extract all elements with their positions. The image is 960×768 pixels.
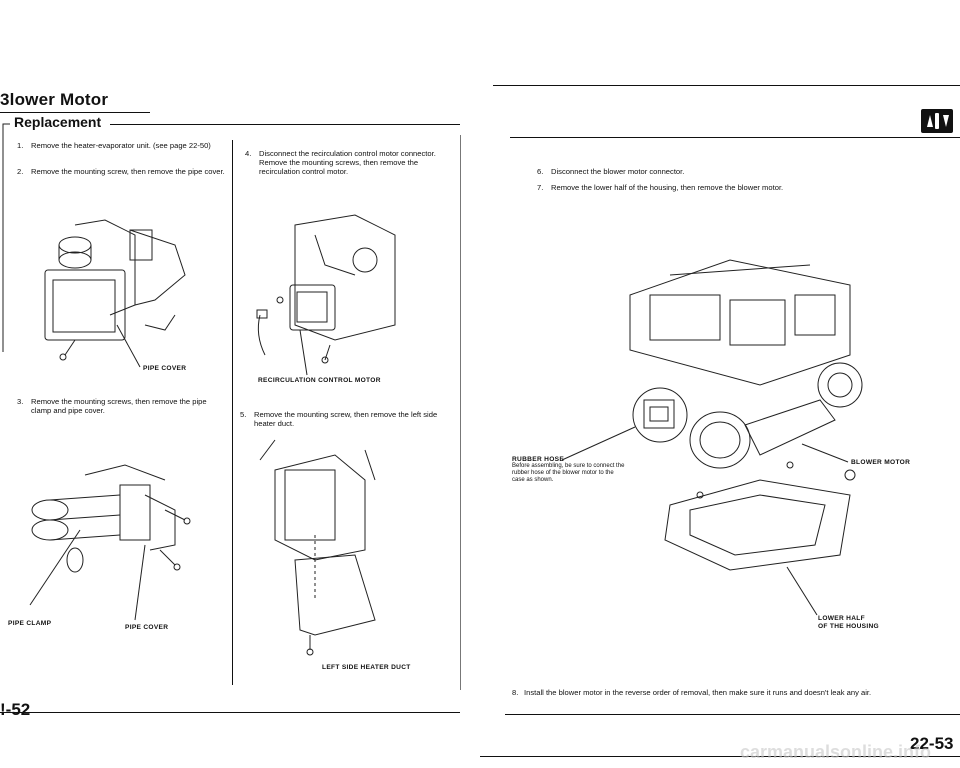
step-7: 7. Remove the lower half of the housing,…	[537, 183, 957, 193]
page-right-edge	[460, 135, 461, 690]
step-number: 1.	[17, 141, 24, 150]
label-lower-half: LOWER HALF	[818, 615, 865, 622]
leader-rubber-hose	[561, 426, 636, 461]
step-text: Install the blower motor in the reverse …	[524, 688, 872, 697]
leader-pipe-clamp	[29, 529, 81, 606]
step-text: Remove the heater-evaporator unit. (see …	[31, 141, 211, 150]
step-8: 8. Install the blower motor in the rever…	[512, 688, 957, 698]
label-recirculation-motor: RECIRCULATION CONTROL MOTOR	[258, 377, 381, 384]
page-number-right: 22-53	[910, 734, 954, 753]
footer-rule-right	[505, 714, 960, 715]
heater-duct-illustration	[259, 439, 376, 656]
label-of-housing: OF THE HOUSING	[818, 623, 879, 630]
recirculation-motor-illustration	[256, 214, 396, 364]
step-number: 4.	[245, 149, 252, 158]
leader-pipe-cover-2	[134, 544, 146, 621]
step-1: 1. Remove the heater-evaporator unit. (s…	[17, 141, 227, 161]
column-divider-left	[232, 140, 233, 685]
step-number: 8.	[512, 688, 519, 697]
label-pipe-cover: PIPE COVER	[143, 365, 187, 372]
leader-recirc-motor	[299, 329, 308, 376]
step-4: 4. Disconnect the recirculation control …	[245, 149, 460, 189]
step-text: Remove the mounting screw, then remove t…	[254, 410, 438, 428]
step-text: Remove the lower half of the housing, th…	[551, 183, 784, 192]
leader-lower-half	[786, 566, 818, 616]
blower-housing-illustration	[629, 259, 863, 571]
label-pipe-clamp: PIPE CLAMP	[8, 620, 52, 627]
hvac-section-icon	[921, 109, 953, 133]
label-rubber-hose: RUBBER HOSE	[512, 456, 565, 463]
step-5: 5. Remove the mounting screw, then remov…	[240, 410, 455, 430]
leader-blower-motor	[801, 443, 849, 463]
page-title: 3lower Motor	[0, 90, 109, 109]
step-2: 2. Remove the mounting screw, then remov…	[17, 167, 227, 187]
section-bracket	[2, 123, 10, 352]
page-number-left: !-52	[0, 700, 31, 719]
label-pipe-cover-2: PIPE COVER	[125, 624, 169, 631]
rubber-hose-inset	[632, 387, 688, 443]
step-text: Remove the mounting screw, then remove t…	[31, 167, 225, 176]
step-number: 7.	[537, 183, 544, 192]
label-blower-motor: BLOWER MOTOR	[851, 459, 911, 466]
step-6: 6. Disconnect the blower motor connector…	[537, 167, 937, 177]
step-text: Remove the mounting screws, then remove …	[31, 397, 207, 415]
title-rule	[0, 112, 150, 113]
step-3: 3. Remove the mounting screws, then remo…	[17, 397, 227, 417]
step-number: 5.	[240, 410, 247, 419]
step-number: 2.	[17, 167, 24, 176]
section-heading: Replacement	[14, 114, 102, 130]
step-number: 6.	[537, 167, 544, 176]
step-number: 3.	[17, 397, 24, 406]
bottom-rule-right	[480, 756, 960, 757]
section-rule	[110, 124, 460, 125]
footer-rule-left	[0, 712, 460, 713]
pipe-clamp-illustration	[31, 464, 191, 573]
label-heater-duct: LEFT SIDE HEATER DUCT	[322, 664, 411, 671]
pipe-cover-illustration	[44, 219, 186, 361]
watermark: carmanualsonline.info	[740, 742, 932, 762]
leader-pipe-cover-1	[116, 324, 141, 368]
step-text: Disconnect the blower motor connector.	[551, 167, 685, 176]
section-rule-right	[510, 137, 960, 138]
rubber-hose-note: Before assembling, be sure to connect th…	[512, 463, 625, 483]
header-rule-right	[493, 85, 960, 86]
step-text: Disconnect the recirculation control mot…	[259, 149, 436, 176]
